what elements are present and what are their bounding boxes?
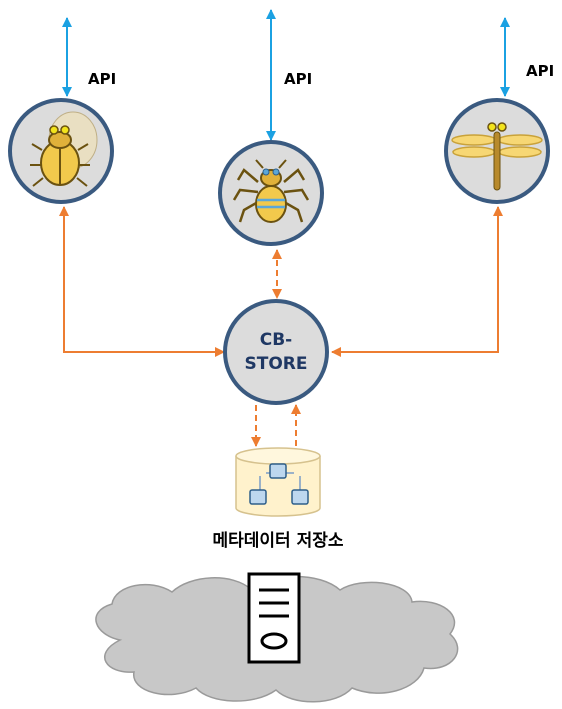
api-arrows (62, 8, 510, 141)
api-label-right: API (526, 62, 555, 80)
cb-store-label: CB- STORE (226, 328, 326, 376)
node-left (8, 98, 114, 204)
connector-right (331, 206, 503, 357)
spider-icon (232, 159, 310, 223)
api-label-middle: API (284, 70, 313, 88)
node-cb-store (223, 299, 329, 405)
api-label-left: API (88, 70, 117, 88)
beetle-icon (30, 111, 98, 187)
node-right (444, 98, 550, 204)
server-icon (247, 572, 301, 664)
cb-store-label-line1: CB- (259, 330, 293, 350)
store-connectors (59, 206, 503, 447)
storage-label: 메타데이터 저장소 (212, 531, 344, 551)
database-icon (235, 447, 321, 517)
node-middle (218, 140, 324, 246)
dragonfly-icon (451, 122, 543, 191)
connector-left (59, 206, 225, 357)
cb-store-label-line2: STORE (244, 354, 308, 374)
